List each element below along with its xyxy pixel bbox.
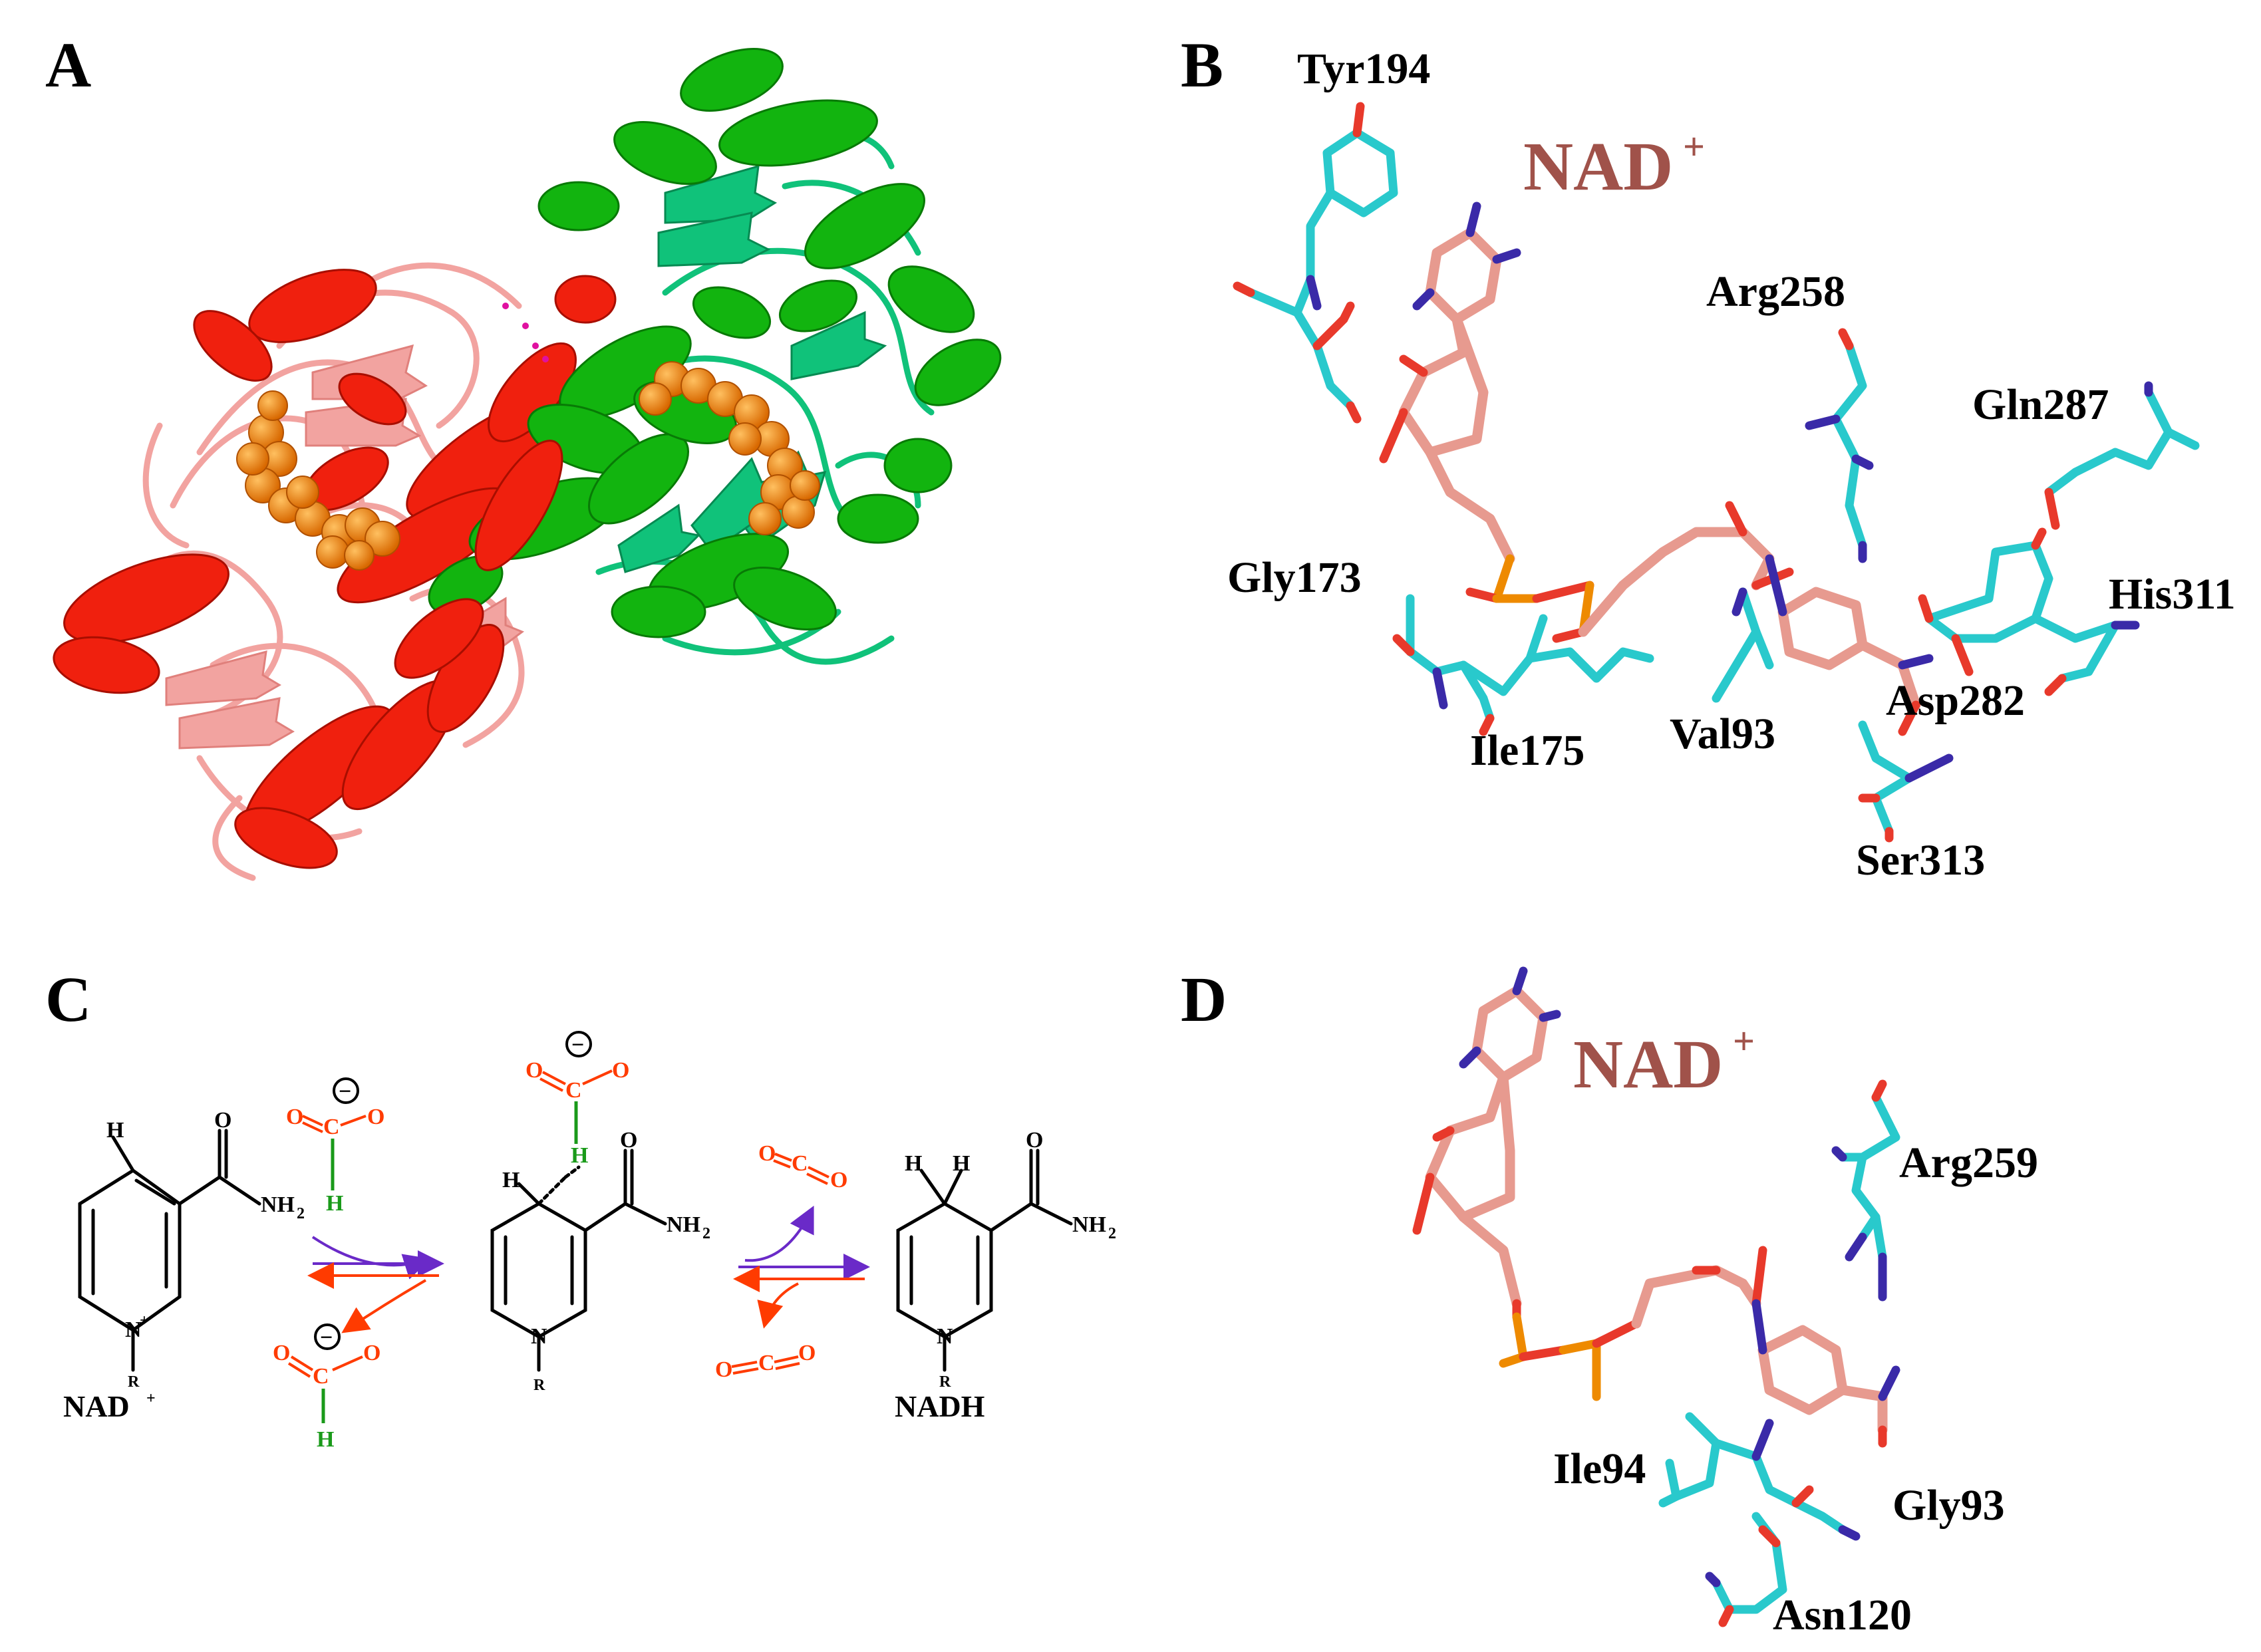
nadh-structure: H H O NH 2 N R NADH: [895, 1128, 1116, 1423]
residue-label-tyr194: Tyr194: [1297, 45, 1430, 93]
panel-label-a: A: [45, 29, 91, 100]
intermediate-n: N: [531, 1324, 547, 1349]
intermediate-nh2-sub: 2: [702, 1225, 710, 1242]
panel-label-d: D: [1181, 964, 1227, 1035]
residue-label-ile94: Ile94: [1553, 1445, 1646, 1493]
intermediate-structure: H O NH 2 N R O C O − H: [490, 1031, 710, 1394]
residue-label-ile175: Ile175: [1470, 726, 1584, 775]
residue-sticks-ser313: [1858, 720, 1954, 843]
nadplus-name-charge: +: [146, 1390, 156, 1407]
formate-top-c: C: [323, 1115, 340, 1139]
intermediate-formate-c: C: [565, 1078, 582, 1103]
panel-label-c: C: [45, 964, 91, 1035]
panel-label-b: B: [1181, 29, 1223, 100]
residue-label-gly173: Gly173: [1227, 553, 1362, 602]
nad-spheres-right: [639, 361, 820, 535]
residue-sticks-asp282-his311: [1918, 527, 2140, 696]
nadh-h-right: H: [953, 1151, 970, 1176]
panel-d-active-site: NAD + Arg259 Ile94 Gly93 Asn120: [1412, 966, 2038, 1639]
formate-top-o-right: O: [367, 1105, 384, 1129]
formate-bottom-o-right: O: [363, 1341, 380, 1365]
nadh-nh2-sub: 2: [1108, 1225, 1116, 1242]
nadplus-nh2-sub: 2: [297, 1205, 305, 1222]
equilibrium-arrows-2: [733, 1205, 870, 1329]
nad-charge-d: +: [1733, 1020, 1755, 1063]
formate-bottom-o-left: O: [273, 1341, 290, 1365]
intermediate-formate-o-left: O: [526, 1058, 543, 1083]
nad-label-d: NAD: [1573, 1026, 1723, 1103]
co2-top-o-right: O: [830, 1168, 847, 1192]
panel-c-reaction-scheme: H O NH 2 N + R NAD + O C O − H: [63, 1031, 1116, 1452]
co2-top-c: C: [792, 1151, 808, 1176]
nad-label-b: NAD: [1523, 128, 1673, 205]
nad-charge-b: +: [1683, 125, 1705, 168]
residue-label-arg259: Arg259: [1899, 1139, 2038, 1187]
formate-top-h: H: [326, 1191, 343, 1216]
nadplus-o: O: [214, 1108, 231, 1133]
nad-sticks-b: [1379, 202, 1934, 736]
nadplus-n-charge: +: [140, 1312, 149, 1329]
formate-bottom-c: C: [313, 1364, 329, 1389]
residue-label-val93: Val93: [1670, 710, 1775, 758]
residue-sticks-arg259: [1831, 1079, 1900, 1302]
nadh-h-left: H: [905, 1151, 922, 1176]
co2-bottom-c: C: [758, 1351, 775, 1375]
residue-sticks-ile94-gly93: [1658, 1412, 1861, 1541]
co2-bottom-o-right: O: [798, 1341, 816, 1365]
residue-label-ser313: Ser313: [1856, 836, 1985, 885]
intermediate-nh2: NH: [667, 1212, 700, 1237]
formate-top: O C O − H: [286, 1077, 384, 1216]
nad-spheres-left: [236, 390, 400, 571]
panel-a-protein-cartoon: [53, 48, 1002, 881]
intermediate-o: O: [620, 1128, 637, 1153]
nadplus-nh2: NH: [261, 1192, 295, 1217]
residue-label-arg258: Arg258: [1706, 267, 1845, 316]
intermediate-formate-h: H: [571, 1143, 588, 1168]
intermediate-r: R: [533, 1377, 545, 1394]
panel-b-active-site: NAD + Tyr194 Arg258 Gln287 Gly173 His311…: [1227, 45, 2236, 885]
intermediate-formate-o-right: O: [612, 1058, 629, 1083]
magenta-dots: [502, 303, 549, 362]
formate-bottom: O C O − H: [273, 1323, 380, 1452]
residue-label-his311: His311: [2109, 570, 2236, 619]
residue-label-gly93: Gly93: [1892, 1481, 2005, 1530]
residue-label-asn120: Asn120: [1773, 1591, 1912, 1639]
nadh-r: R: [939, 1373, 951, 1391]
co2-bottom-o-left: O: [715, 1357, 732, 1382]
residue-sticks-asn120: [1705, 1512, 1787, 1627]
residue-label-asp282: Asp282: [1886, 676, 2025, 725]
nadh-o: O: [1026, 1128, 1043, 1153]
residue-label-gln287: Gln287: [1972, 380, 2109, 429]
residue-sticks-tyr194: [1233, 102, 1398, 424]
equilibrium-arrows-1: [307, 1236, 444, 1333]
nadplus-r: R: [128, 1373, 140, 1391]
nadh-n: N: [937, 1324, 953, 1349]
nadplus-n: N: [125, 1317, 142, 1342]
formate-bottom-h: H: [317, 1427, 334, 1452]
nadh-nh2: NH: [1072, 1212, 1106, 1237]
red-alpha-helices: [53, 269, 617, 869]
nadh-name: NADH: [895, 1389, 985, 1423]
nadplus-h: H: [106, 1118, 124, 1143]
intermediate-formate-minus: −: [571, 1033, 584, 1057]
co2-top: O C O: [758, 1141, 847, 1192]
nadplus-name: NAD: [63, 1389, 130, 1423]
formate-bottom-minus: −: [320, 1325, 333, 1350]
co2-bottom: O C O: [715, 1341, 816, 1382]
nad-sticks-d: [1412, 966, 1900, 1448]
residue-sticks-gly173-ile175: [1392, 594, 1654, 736]
intermediate-h: H: [502, 1168, 520, 1192]
residue-sticks-arg258: [1805, 328, 1874, 563]
nadplus-structure: H O NH 2 N + R NAD +: [63, 1108, 305, 1423]
residue-sticks-val93: [1712, 587, 1774, 703]
formate-top-o-left: O: [286, 1105, 303, 1129]
co2-top-o-left: O: [758, 1141, 776, 1166]
residue-sticks-gln287: [2044, 381, 2200, 530]
formate-top-minus: −: [339, 1079, 351, 1104]
